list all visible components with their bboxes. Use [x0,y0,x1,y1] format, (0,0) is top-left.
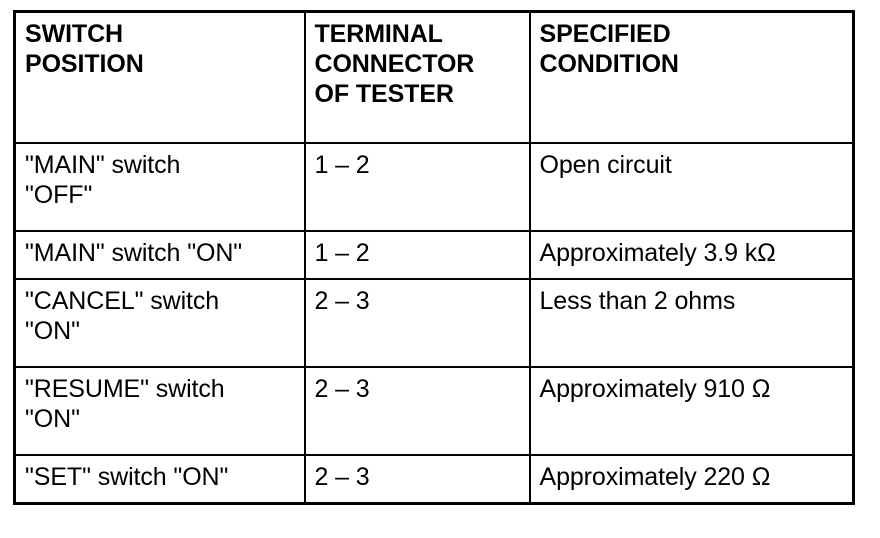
table-row: "CANCEL" switch "ON" 2 – 3 Less than 2 o… [13,278,855,368]
cell-specified-condition-text: Approximately 910 Ω [539,375,771,403]
cell-switch-position: "MAIN" switch "ON" [13,230,306,280]
cell-terminal-connector: 2 – 3 [303,454,531,505]
cell-specified-condition: Approximately 220 Ω [528,454,855,505]
cell-switch-position-text: "MAIN" switch "OFF" [25,151,181,209]
table-body: "MAIN" switch "OFF" 1 – 2 Open circuit "… [13,142,855,505]
cell-specified-condition: Open circuit [528,142,855,232]
switch-continuity-specification-table: SWITCH POSITION TERMINAL CONNECTOR OF TE… [13,10,855,505]
cell-switch-position-text: "RESUME" switch "ON" [25,375,225,433]
cell-specified-condition-text: Less than 2 ohms [539,287,736,315]
column-header-switch-position: SWITCH POSITION [13,10,306,144]
table-header: SWITCH POSITION TERMINAL CONNECTOR OF TE… [13,10,855,144]
cell-switch-position: "SET" switch "ON" [13,454,306,505]
cell-terminal-connector-text: 1 – 2 [314,151,370,179]
cell-specified-condition: Less than 2 ohms [528,278,855,368]
column-header-terminal-connector: TERMINAL CONNECTOR OF TESTER [303,10,531,144]
column-header-specified-condition: SPECIFIED CONDITION [528,10,855,144]
cell-switch-position-text: "MAIN" switch "ON" [25,239,243,267]
cell-switch-position: "MAIN" switch "OFF" [13,142,306,232]
table-header-row: SWITCH POSITION TERMINAL CONNECTOR OF TE… [13,10,855,144]
cell-specified-condition: Approximately 3.9 kΩ [528,230,855,280]
table-row: "RESUME" switch "ON" 2 – 3 Approximately… [13,366,855,456]
cell-terminal-connector: 2 – 3 [303,366,531,456]
cell-specified-condition-text: Approximately 220 Ω [539,463,771,491]
cell-terminal-connector: 1 – 2 [303,142,531,232]
cell-terminal-connector-text: 2 – 3 [314,375,370,403]
cell-terminal-connector-text: 2 – 3 [314,463,370,491]
table-row: "MAIN" switch "OFF" 1 – 2 Open circuit [13,142,855,232]
cell-specified-condition: Approximately 910 Ω [528,366,855,456]
cell-specified-condition-text: Open circuit [539,151,672,179]
cell-switch-position: "RESUME" switch "ON" [13,366,306,456]
cell-terminal-connector: 2 – 3 [303,278,531,368]
column-header-terminal-connector-label: TERMINAL CONNECTOR OF TESTER [314,20,475,108]
cell-terminal-connector: 1 – 2 [303,230,531,280]
table-row: "SET" switch "ON" 2 – 3 Approximately 22… [13,454,855,505]
column-header-switch-position-label: SWITCH POSITION [25,20,144,78]
cell-specified-condition-text: Approximately 3.9 kΩ [539,239,776,267]
table-row: "MAIN" switch "ON" 1 – 2 Approximately 3… [13,230,855,280]
cell-terminal-connector-text: 1 – 2 [314,239,370,267]
cell-switch-position: "CANCEL" switch "ON" [13,278,306,368]
cell-terminal-connector-text: 2 – 3 [314,287,370,315]
cell-switch-position-text: "CANCEL" switch "ON" [25,287,220,345]
column-header-specified-condition-label: SPECIFIED CONDITION [539,20,679,78]
cell-switch-position-text: "SET" switch "ON" [25,463,229,491]
